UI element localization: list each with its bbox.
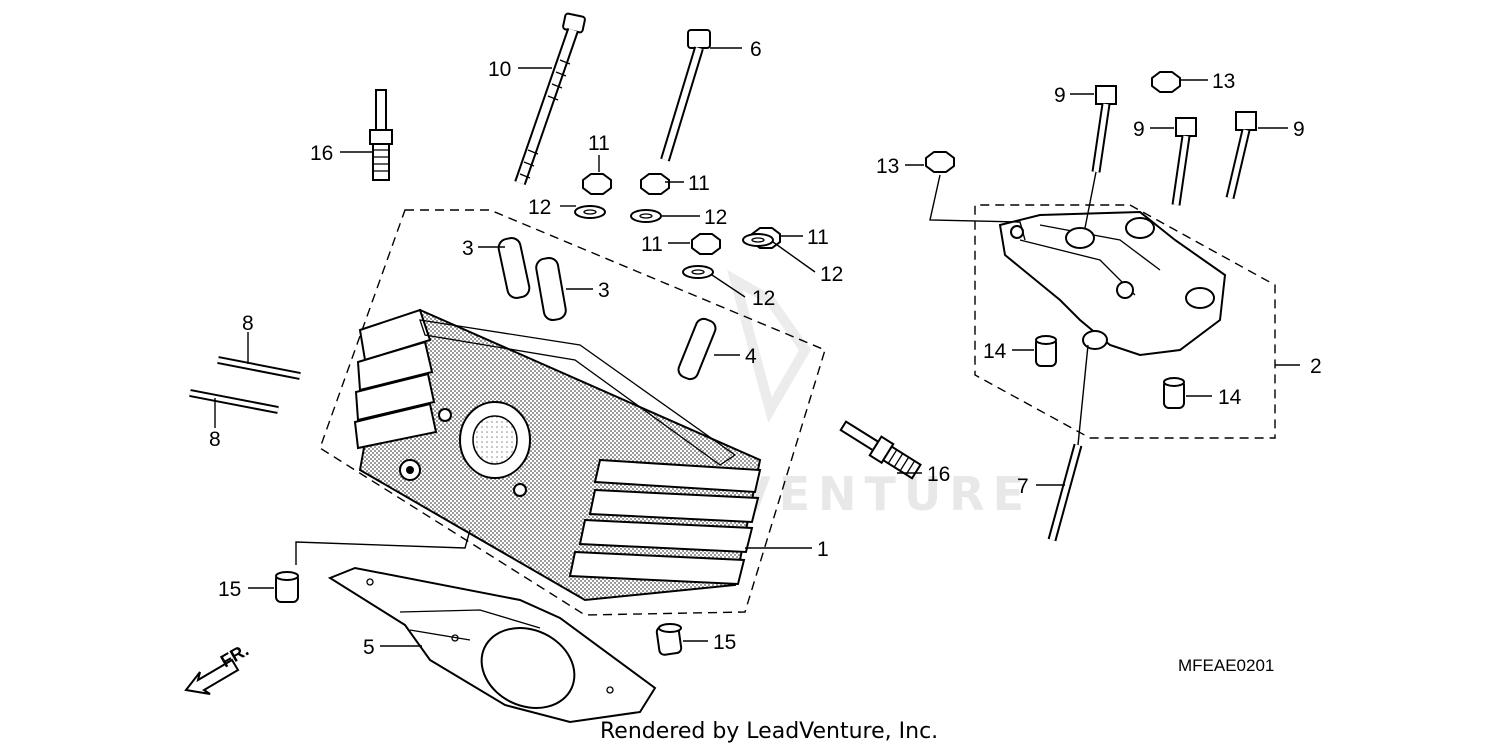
bolt-9[interactable] [1091,85,1257,206]
watermark-logo: VENTURE [727,269,1032,521]
callout-9b: 9 [1133,118,1145,141]
washer-12[interactable] [574,205,774,279]
dowel-pin-15[interactable] [275,571,683,656]
callout-15b: 15 [713,631,736,654]
valve-guide[interactable] [497,236,567,322]
valve-guide-4[interactable] [676,317,718,382]
render-credit: Rendered by LeadVenture, Inc. [600,719,938,744]
callout-5: 5 [363,636,375,659]
callout-14a: 14 [983,340,1007,363]
callout-9a: 9 [1054,84,1066,107]
callout-12c: 12 [752,287,775,310]
callout-12b: 12 [704,206,727,229]
callout-14b: 14 [1218,386,1242,409]
callout-11a: 11 [588,132,610,155]
callout-4: 4 [745,345,757,368]
callout-13b: 13 [876,155,899,178]
callout-8b: 8 [209,428,221,451]
callout-16a: 16 [310,142,333,165]
callout-15a: 15 [218,578,241,601]
watermark-text: VENTURE [735,467,1032,521]
callout-12a: 12 [528,196,551,219]
callout-13a: 13 [1212,70,1235,93]
callout-11d: 11 [807,226,829,249]
stud-bolt-7[interactable] [1047,344,1089,542]
callout-1: 1 [817,538,829,561]
callout-11c: 11 [641,233,663,256]
callout-8a: 8 [242,312,254,335]
callout-11b: 11 [688,172,710,195]
callout-3a: 3 [462,237,474,260]
bolt-10[interactable] [514,12,586,185]
callout-9c: 9 [1293,118,1305,141]
bolt-6[interactable] [660,29,711,162]
callout-2: 2 [1310,355,1322,378]
callout-10: 10 [488,58,511,81]
callout-3b: 3 [598,279,610,302]
cylinder-head-group-outline [319,209,826,616]
cylinder-head[interactable] [353,308,762,602]
front-arrow-icon: FR. [184,640,252,695]
callout-16b: 16 [927,463,950,486]
diagram-code: MFEAE0201 [1178,656,1274,675]
head-gasket[interactable] [327,566,657,724]
spark-plug[interactable] [369,89,922,481]
callout-7: 7 [1017,475,1029,498]
dowel-pin-14[interactable] [1035,335,1185,409]
rocker-holder-group-outline [974,204,1276,439]
rocker-arm-holder[interactable] [998,210,1227,357]
callout-12d: 12 [820,263,843,286]
callout-6: 6 [750,38,762,61]
stud-bolt-8[interactable] [189,356,301,414]
nut-13[interactable] [925,71,1181,173]
